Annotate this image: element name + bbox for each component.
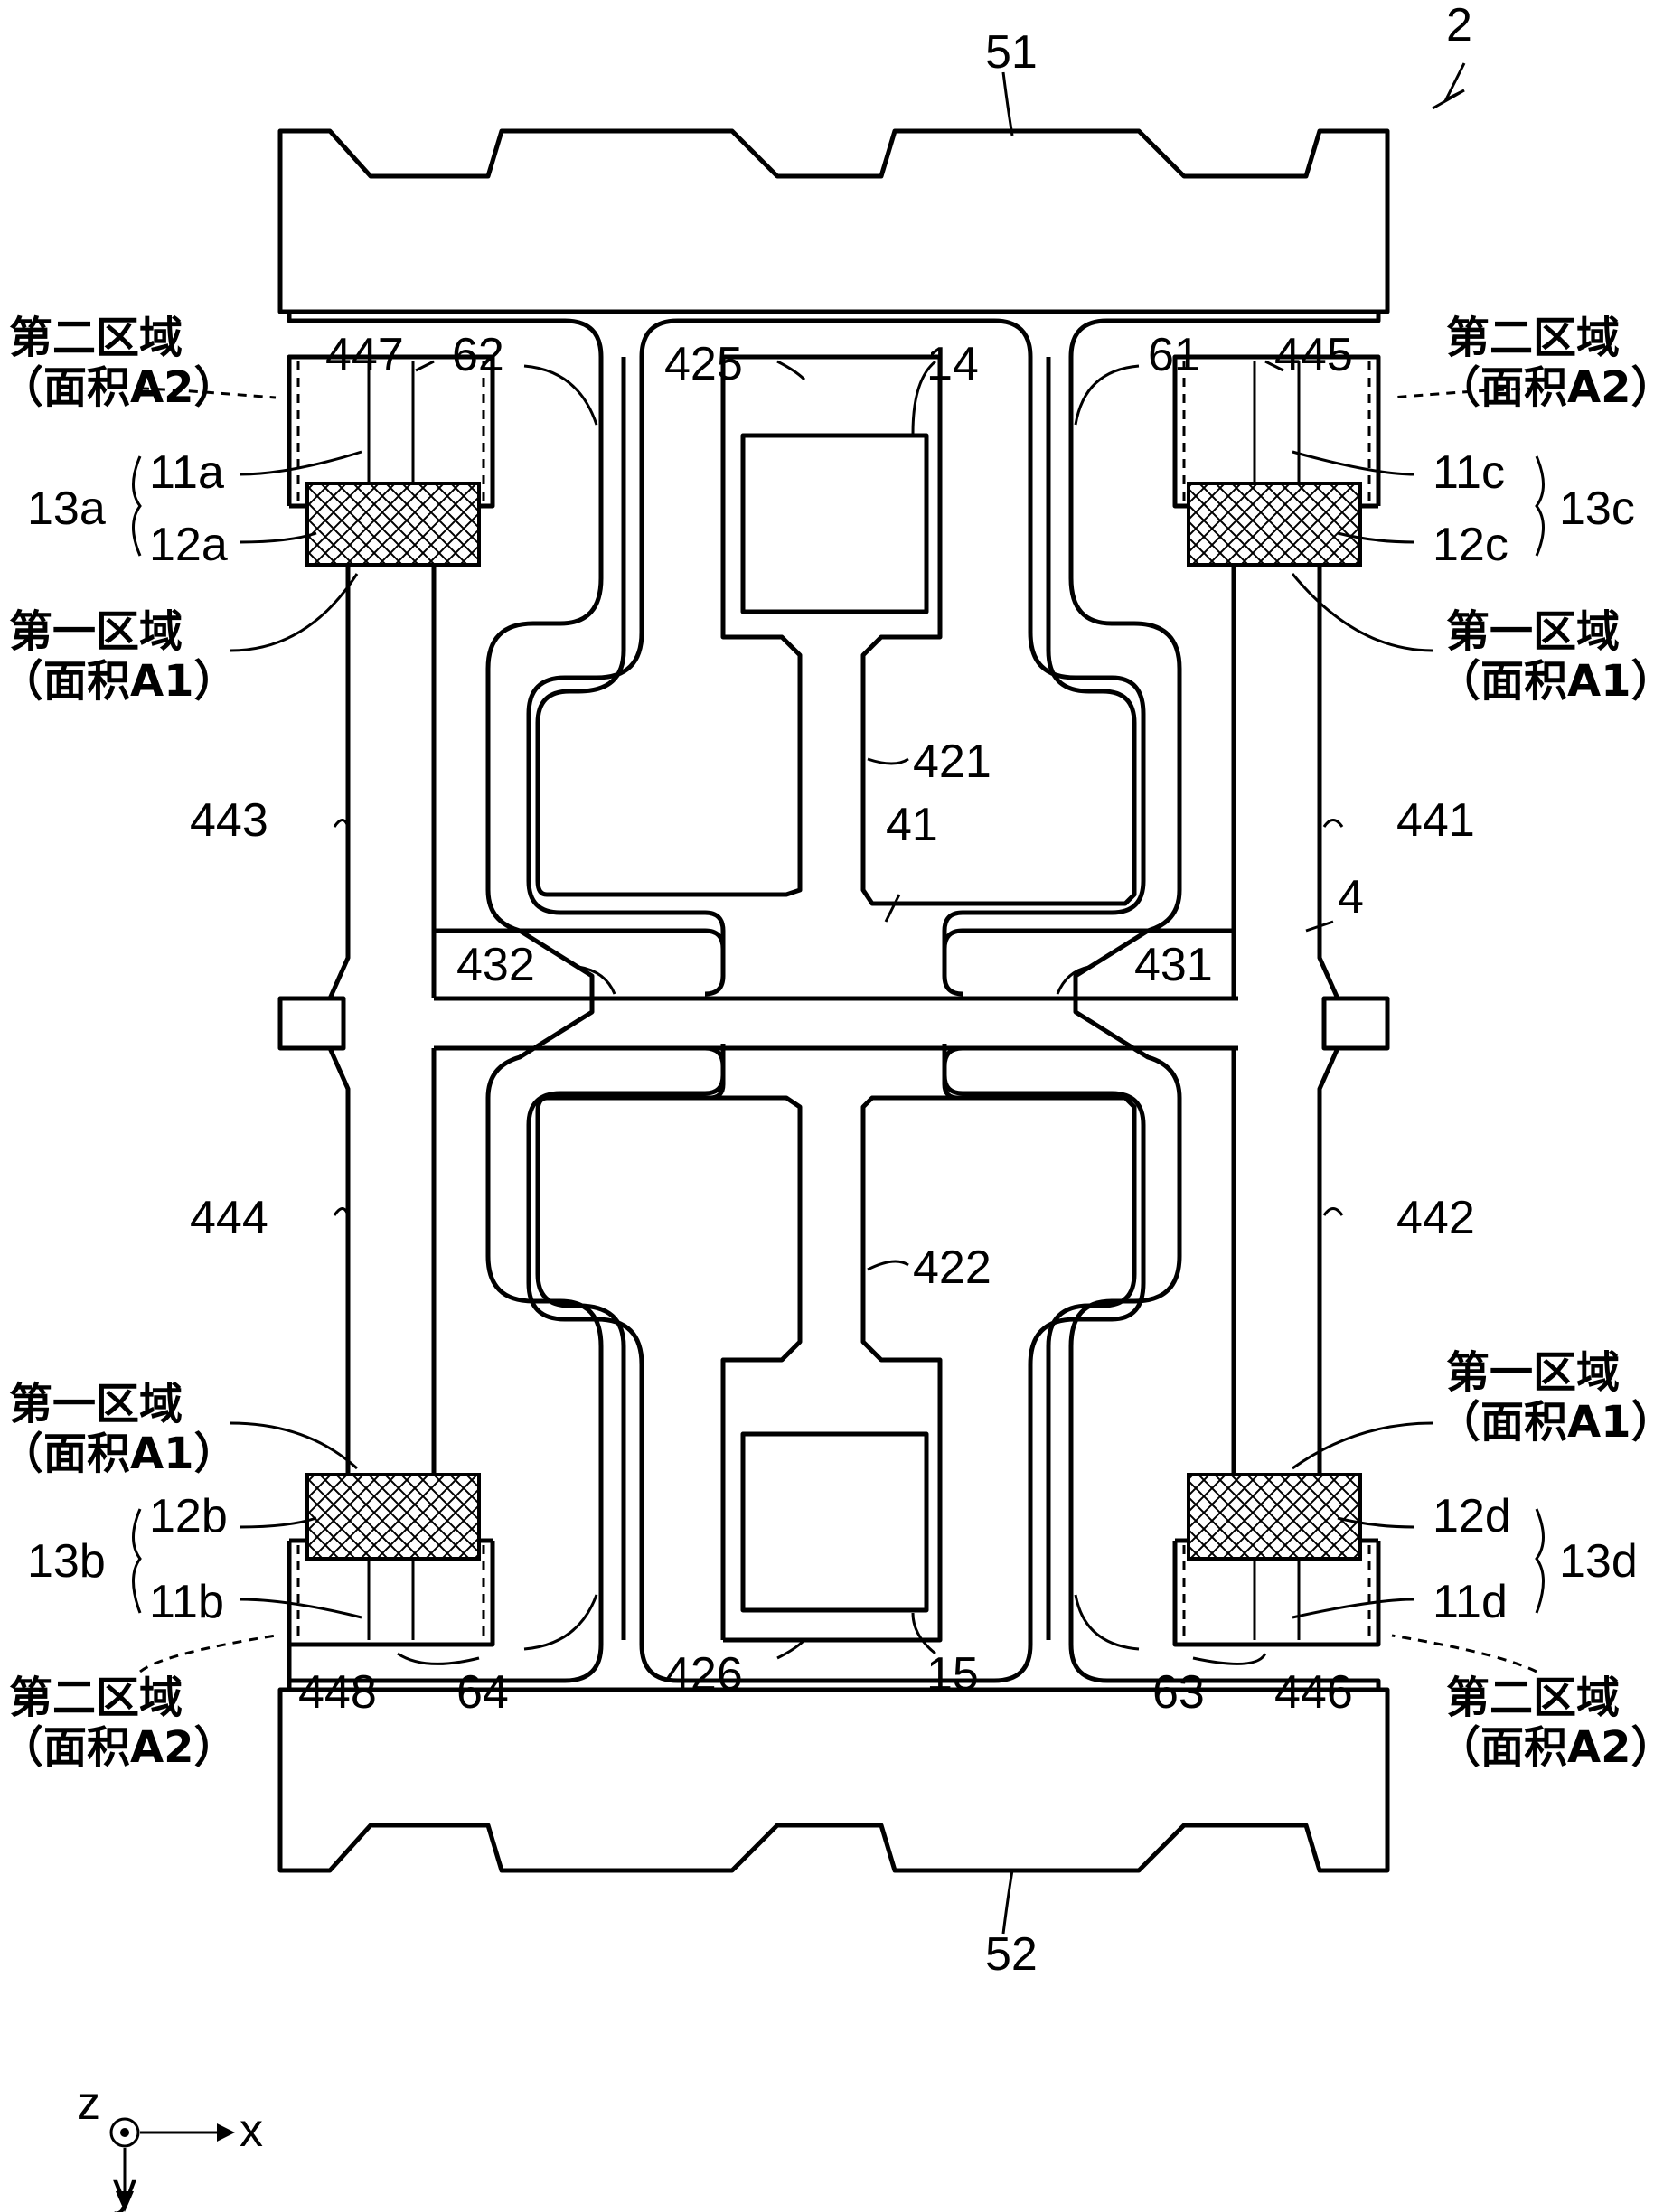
hatched-12d: [1187, 1473, 1362, 1561]
region-first-bl-2: （面积A1）: [0, 1429, 238, 1479]
label-61: 61: [1148, 329, 1200, 381]
stub-432: [434, 928, 726, 997]
region-second-tl-1: 第二区域: [9, 313, 183, 363]
center-slit-top-left: [526, 318, 726, 953]
region-second-tr-1: 第二区域: [1446, 313, 1620, 363]
electrode-14: [740, 433, 929, 614]
label-11d: 11d: [1433, 1576, 1508, 1628]
center-slit-bottom-left: [526, 1044, 726, 1683]
label-426: 426: [664, 1648, 743, 1701]
label-446: 446: [1274, 1666, 1353, 1719]
label-442: 442: [1396, 1192, 1475, 1244]
stub-432-lower: [434, 1045, 726, 1101]
label-14: 14: [926, 338, 979, 390]
crossbar: [277, 996, 346, 1051]
axis-x-label: x: [240, 2104, 263, 2157]
region-second-tl-2: （面积A2）: [0, 362, 238, 413]
region-second-tr-2: （面积A2）: [1437, 362, 1654, 413]
region-first-tr-2: （面积A1）: [1437, 656, 1654, 707]
center-slit-bottom: [678, 1044, 1146, 1683]
hatched-12c: [1187, 482, 1362, 567]
label-445: 445: [1274, 329, 1353, 381]
mass-426-left: [535, 1095, 803, 1640]
label-421: 421: [913, 736, 991, 788]
label-425: 425: [664, 338, 743, 390]
axis-y-label: y: [113, 2163, 136, 2212]
region-second-bl-2: （面积A2）: [0, 1722, 238, 1773]
region-first-br-2: （面积A1）: [1437, 1397, 1654, 1448]
region-arrows: [139, 387, 1537, 1673]
region-first-br-1: 第一区域: [1446, 1347, 1620, 1398]
label-12b: 12b: [149, 1490, 228, 1542]
arm-444: [287, 1046, 495, 1690]
label-447: 447: [325, 329, 404, 381]
region-first-bl-1: 第一区域: [9, 1379, 183, 1429]
label-11a: 11a: [149, 446, 224, 499]
region-first-tl-1: 第一区域: [9, 606, 183, 657]
label-441: 441: [1396, 794, 1475, 847]
mass-425: [723, 354, 1137, 906]
pad-13c: [1182, 361, 1371, 567]
bottom-frame: [277, 1687, 1390, 1873]
label-15: 15: [926, 1648, 979, 1701]
label-fig: 2: [1446, 0, 1472, 52]
label-13c: 13c: [1559, 483, 1635, 535]
crossbar-right: [1321, 996, 1390, 1051]
mass-425-left: [535, 357, 803, 897]
stub-431-lower: [942, 1045, 1234, 1101]
label-11c: 11c: [1433, 446, 1505, 499]
top-frame: [277, 128, 1390, 314]
slit-62: [287, 312, 604, 994]
region-first-tr-1: 第一区域: [1446, 606, 1620, 657]
hatched-12b: [305, 1473, 481, 1561]
region-first-tl-2: （面积A1）: [0, 656, 238, 707]
label-52: 52: [985, 1928, 1038, 1981]
label-13d: 13d: [1559, 1535, 1638, 1588]
label-12a: 12a: [149, 519, 228, 571]
axis-triad: [109, 2117, 235, 2212]
leader-lines: [132, 62, 1545, 1935]
axis-z-label: z: [77, 2077, 100, 2130]
region-second-br-1: 第二区域: [1446, 1673, 1620, 1723]
label-443: 443: [190, 794, 268, 847]
label-13a: 13a: [27, 483, 106, 535]
label-4: 4: [1338, 871, 1364, 923]
label-431: 431: [1134, 939, 1213, 991]
region-second-bl-1: 第二区域: [9, 1673, 183, 1723]
label-41: 41: [886, 799, 938, 851]
label-448: 448: [298, 1666, 377, 1719]
label-63: 63: [1152, 1666, 1205, 1719]
label-12d: 12d: [1433, 1490, 1511, 1542]
slit-61: [1068, 312, 1381, 994]
stub-431: [942, 928, 1234, 997]
mass-426: [723, 1095, 1137, 1643]
hatched-12a: [305, 482, 481, 567]
pad-13b: [296, 1473, 485, 1640]
label-62: 62: [452, 329, 504, 381]
pad-13d: [1182, 1473, 1371, 1640]
label-444: 444: [190, 1192, 268, 1244]
label-12c: 12c: [1433, 519, 1508, 571]
label-13b: 13b: [27, 1535, 106, 1588]
electrode-15: [740, 1431, 929, 1613]
label-64: 64: [456, 1666, 509, 1719]
region-second-br-2: （面积A2）: [1437, 1722, 1654, 1773]
label-11b: 11b: [149, 1576, 224, 1628]
label-51: 51: [985, 26, 1038, 79]
label-432: 432: [456, 939, 535, 991]
label-422: 422: [913, 1242, 991, 1294]
arm-443-outer: [289, 503, 351, 1000]
center-slit-top: [678, 318, 1146, 953]
arm-443: [287, 354, 495, 998]
pad-13a: [296, 361, 485, 567]
